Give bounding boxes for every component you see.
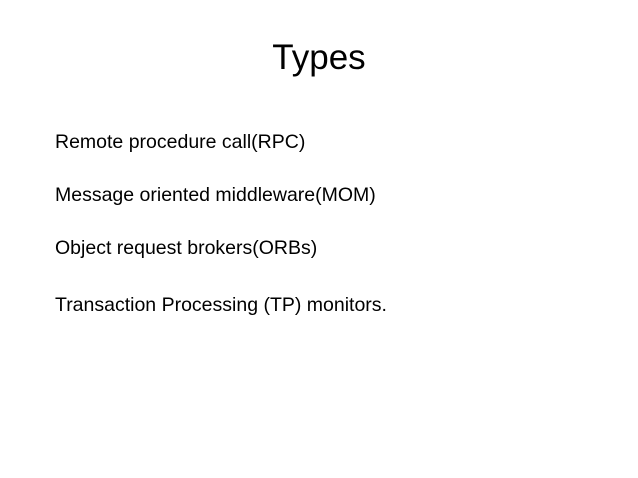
page-title: Types	[272, 38, 366, 77]
bullet-list: Remote procedure call(RPC) Message orien…	[55, 131, 585, 316]
list-item: Transaction Processing (TP) monitors.	[55, 294, 387, 316]
list-item: Object request brokers(ORBs)	[55, 237, 318, 259]
list-item: Message oriented middleware(MOM)	[55, 184, 376, 206]
list-item: Remote procedure call(RPC)	[55, 131, 306, 153]
